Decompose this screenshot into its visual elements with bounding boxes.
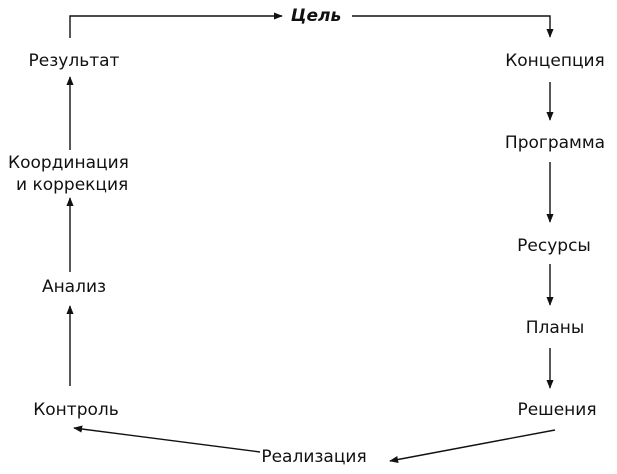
node-coordination-line1: Координация bbox=[8, 153, 129, 173]
arrow-goal-to-concept bbox=[352, 15, 554, 38]
node-concept: Концепция bbox=[505, 51, 605, 71]
node-implementation: Реализация bbox=[261, 447, 367, 467]
node-result: Результат bbox=[28, 51, 120, 71]
arrow-implementation-to-control bbox=[73, 425, 261, 453]
node-analysis: Анализ bbox=[41, 277, 107, 297]
node-goal: Цель bbox=[290, 6, 342, 26]
node-decisions: Решения bbox=[517, 400, 597, 420]
node-coordination-line2: и коррекция bbox=[16, 175, 129, 195]
node-control: Контроль bbox=[33, 400, 119, 420]
node-resources: Ресурсы bbox=[517, 236, 591, 256]
node-program: Программа bbox=[504, 133, 606, 153]
arrow-decisions-to-implementation bbox=[389, 429, 556, 464]
arrow-result-to-goal bbox=[69, 12, 283, 38]
node-plans: Планы bbox=[525, 318, 585, 338]
